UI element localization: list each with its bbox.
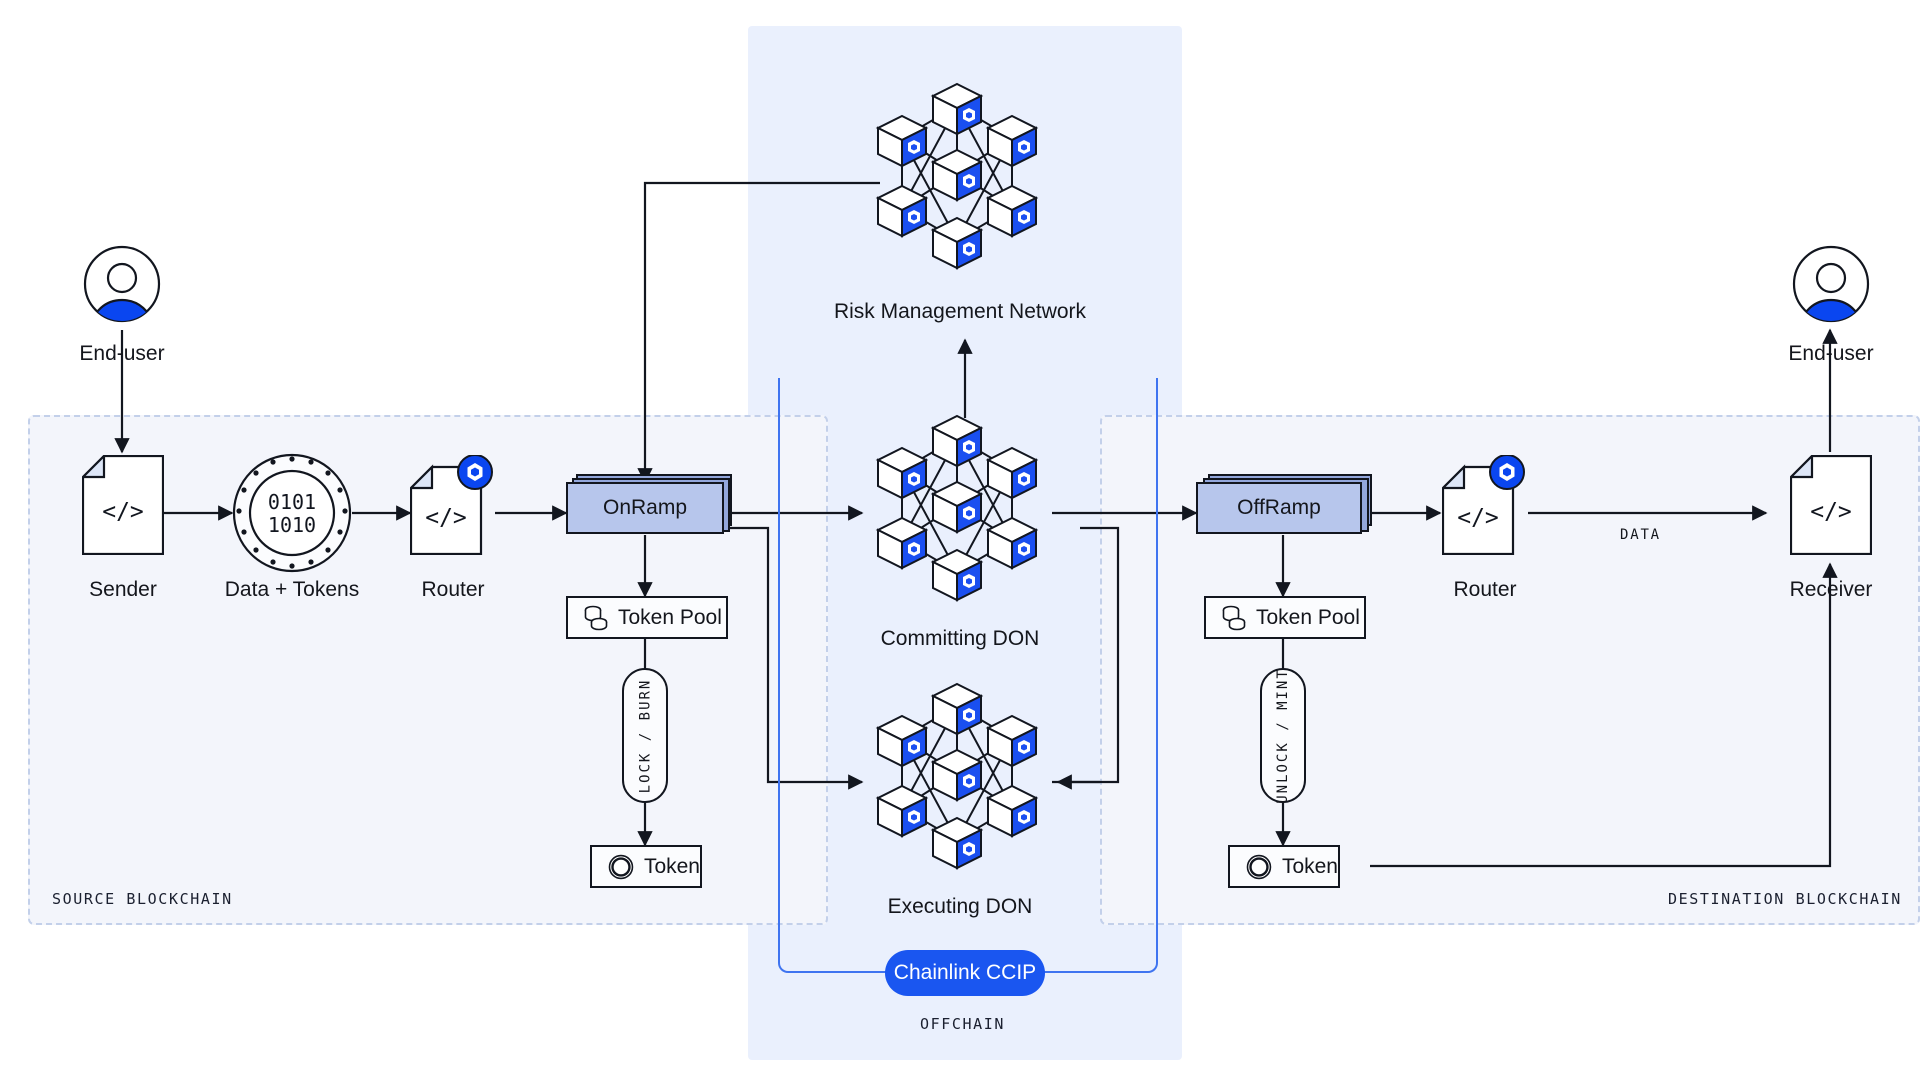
end-user-avatar-left	[83, 245, 161, 323]
router-document-destination: </>	[1440, 454, 1528, 560]
receiver-label: Receiver	[1789, 578, 1873, 601]
committing-don-label: Committing DON	[880, 627, 1040, 650]
svg-text:</>: </>	[102, 499, 144, 525]
unlock-mint-pill: UNLOCK / MINT	[1260, 668, 1306, 803]
offramp-label: OffRamp	[1196, 482, 1362, 534]
token-source-label: Token	[643, 854, 700, 878]
data-tokens-label: Data + Tokens	[224, 578, 360, 601]
svg-text:0101: 0101	[268, 490, 316, 514]
end-user-label-left: End-user	[79, 342, 165, 365]
sender-label: Sender	[89, 578, 157, 601]
router-label-source: Router	[421, 578, 485, 601]
data-edge-label: DATA	[1620, 527, 1661, 543]
token-destination-label: Token	[1281, 854, 1338, 878]
svg-text:</>: </>	[425, 505, 467, 531]
token-pool-source[interactable]: Token Pool	[566, 596, 728, 639]
sender-document: </>	[80, 453, 165, 560]
router-label-destination: Router	[1453, 578, 1517, 601]
committing-don-icon	[862, 410, 1052, 610]
chainlink-ccip-badge[interactable]: Chainlink CCIP	[885, 950, 1045, 996]
token-pool-destination-label: Token Pool	[1256, 605, 1360, 629]
lock-burn-label: LOCK / BURN	[637, 678, 653, 793]
chainlink-hexagon-icon	[457, 454, 493, 490]
token-destination[interactable]: Token	[1228, 845, 1340, 888]
end-user-avatar-right	[1792, 245, 1870, 323]
executing-don-icon	[862, 678, 1052, 878]
token-pool-destination[interactable]: Token Pool	[1204, 596, 1366, 639]
source-blockchain-label: SOURCE BLOCKCHAIN	[52, 890, 233, 908]
receiver-document: </>	[1788, 453, 1873, 560]
data-tokens-disc: 0101 1010	[232, 453, 352, 578]
token-source[interactable]: Token	[590, 845, 702, 888]
router-document-source: </>	[408, 454, 496, 560]
destination-blockchain-label: DESTINATION BLOCKCHAIN	[1668, 890, 1902, 908]
token-pool-source-label: Token Pool	[618, 605, 722, 629]
unlock-mint-label: UNLOCK / MINT	[1275, 667, 1292, 804]
risk-management-network-icon	[862, 78, 1052, 278]
offchain-label: OFFCHAIN	[920, 1015, 1006, 1033]
executing-don-label: Executing DON	[887, 895, 1033, 918]
svg-text:</>: </>	[1810, 499, 1852, 525]
lock-burn-pill: LOCK / BURN	[622, 668, 668, 803]
risk-management-network-label: Risk Management Network	[833, 300, 1087, 323]
onramp-label: OnRamp	[566, 482, 724, 534]
onramp-node[interactable]: OnRamp	[566, 474, 732, 538]
offramp-node[interactable]: OffRamp	[1196, 474, 1376, 538]
token-ring-icon	[1246, 854, 1272, 879]
token-ring-icon	[608, 854, 634, 879]
end-user-label-right: End-user	[1788, 342, 1874, 365]
svg-text:1010: 1010	[268, 513, 316, 537]
svg-text:</>: </>	[1457, 505, 1499, 531]
coin-stack-icon	[584, 605, 608, 630]
coin-stack-icon	[1222, 605, 1246, 630]
chainlink-hexagon-icon	[1489, 454, 1525, 490]
